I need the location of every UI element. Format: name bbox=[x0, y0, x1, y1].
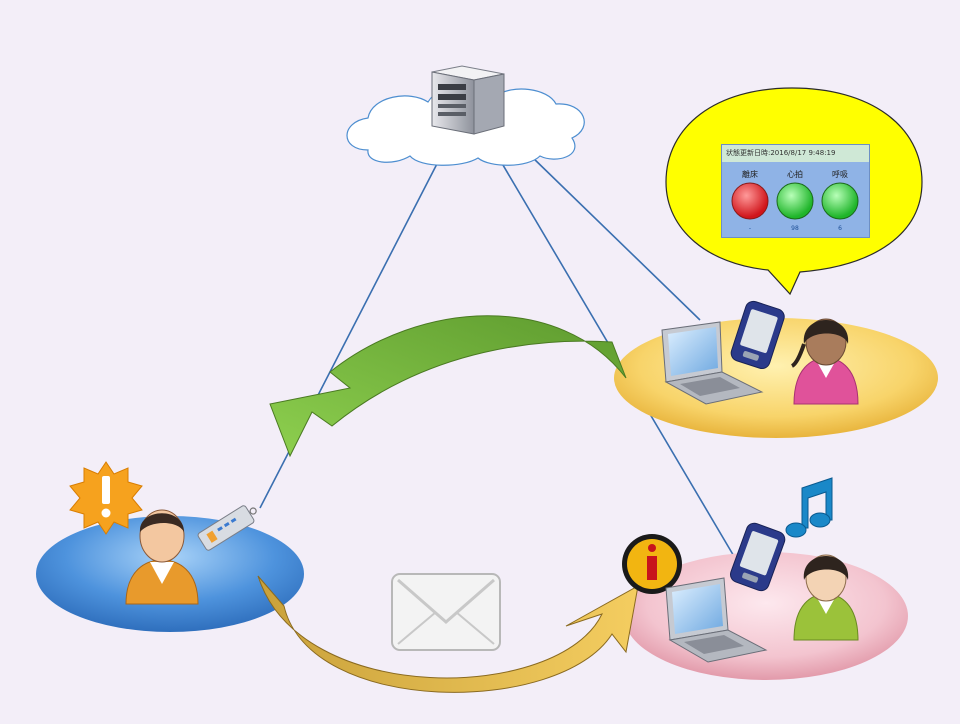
music-note-icon bbox=[785, 477, 833, 538]
indicator-label-heart: 心拍 bbox=[787, 170, 803, 179]
sensor-device-icon bbox=[197, 505, 257, 551]
bed-status-lamp bbox=[731, 182, 769, 220]
response-arrow bbox=[269, 315, 627, 458]
status-header: 状態更新日時:2016/8/17 9:48:19 bbox=[722, 145, 869, 162]
breath-status-lamp bbox=[821, 182, 859, 220]
server-tower-icon bbox=[431, 65, 505, 135]
laptop-icon bbox=[661, 321, 764, 405]
status-panel: 状態更新日時:2016/8/17 9:48:19 離床 心拍 呼吸 - 98 6 bbox=[721, 144, 870, 238]
heart-status-lamp bbox=[776, 182, 814, 220]
info-icon bbox=[622, 534, 682, 594]
caregiver-person bbox=[790, 318, 859, 405]
indicator-value-heart: 98 bbox=[791, 225, 799, 232]
status-timestamp: 状態更新日時:2016/8/17 9:48:19 bbox=[726, 149, 836, 157]
indicator-value-breath: 6 bbox=[838, 225, 842, 232]
indicator-label-breath: 呼吸 bbox=[832, 170, 848, 179]
patient-person bbox=[125, 509, 199, 605]
link-cloud-caregiver bbox=[529, 154, 701, 321]
indicator-value-bed: - bbox=[748, 225, 752, 232]
smartphone-icon bbox=[730, 522, 786, 592]
indicator-lamps bbox=[731, 182, 859, 220]
laptop-icon bbox=[665, 577, 768, 663]
smartphone-icon bbox=[730, 300, 785, 370]
indicator-label-bed: 離床 bbox=[742, 170, 758, 179]
envelope-icon bbox=[391, 573, 501, 651]
family-person bbox=[793, 554, 859, 641]
exclamation-burst-icon bbox=[69, 461, 143, 535]
